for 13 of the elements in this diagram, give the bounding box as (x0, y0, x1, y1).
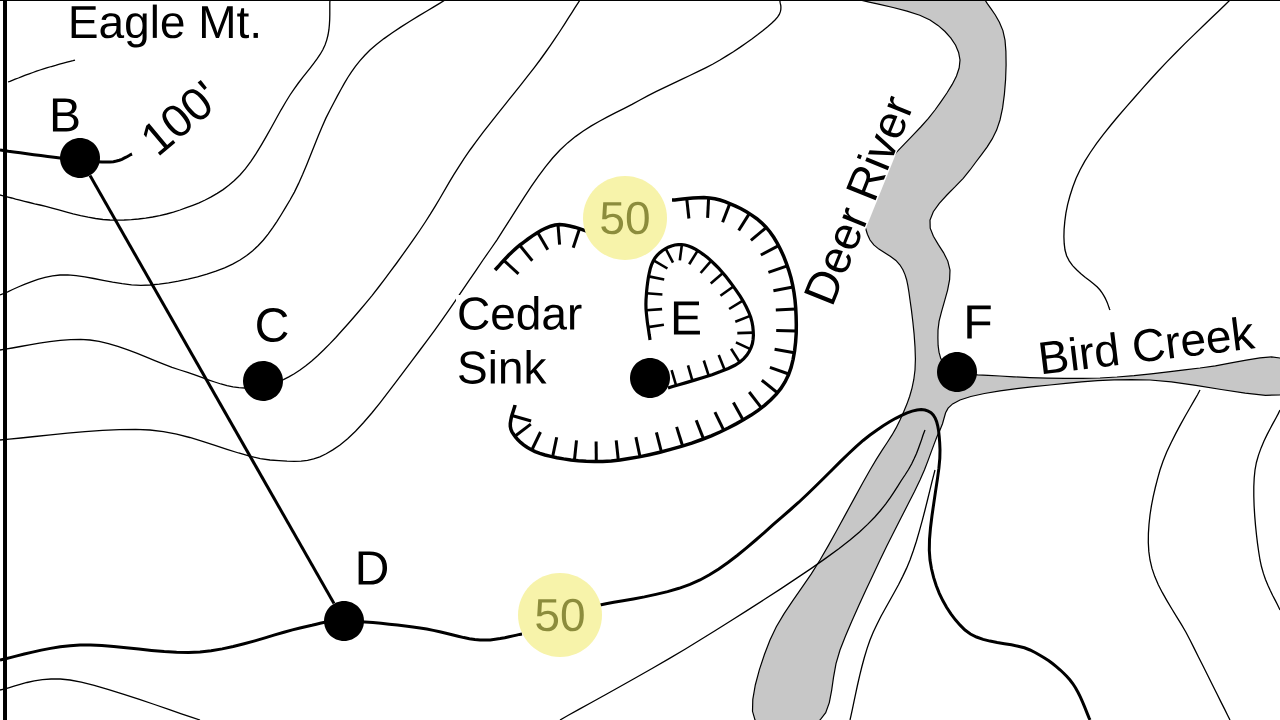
map-label: 100' (135, 76, 225, 160)
point-label: B (48, 97, 82, 133)
map-label: Cedar Sink (456, 295, 608, 385)
point-label: E (669, 300, 703, 336)
point-label: F (962, 304, 994, 340)
contour-label: 50 (583, 176, 667, 260)
map-label: Bird Creek (1035, 313, 1257, 377)
map-label: Deer River (799, 90, 917, 310)
map-label: Eagle Mt. (66, 3, 264, 49)
contour-label: 50 (518, 573, 602, 657)
line (88, 174, 336, 605)
point-label: D (353, 550, 391, 586)
point-label: C (253, 307, 291, 343)
